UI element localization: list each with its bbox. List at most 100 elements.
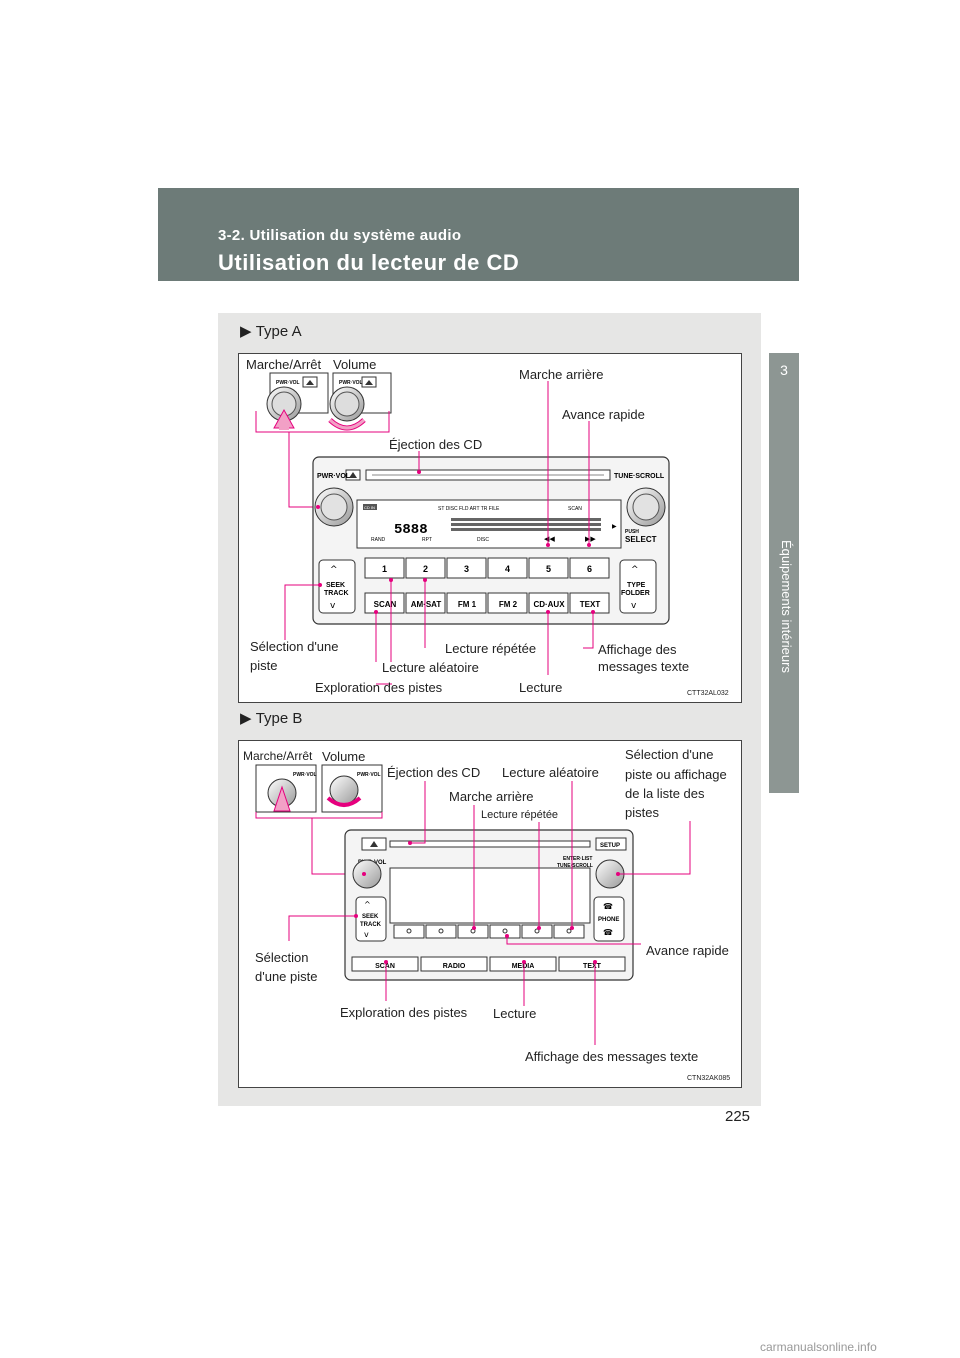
type-a-preset-button[interactable]: 4 <box>487 557 528 579</box>
type-b-power-knob-inset: PWR·VOL <box>255 764 317 813</box>
svg-text:CD IN: CD IN <box>364 505 375 510</box>
svg-text:4: 4 <box>505 564 510 574</box>
type-b-preset-button[interactable] <box>521 924 553 939</box>
type-a-label-scan: Exploration des pistes <box>315 680 443 695</box>
svg-text:☎: ☎ <box>603 928 613 937</box>
svg-text:SCAN: SCAN <box>374 600 397 609</box>
svg-text:RPT: RPT <box>422 537 432 543</box>
type-b-label-track-select-2: d'une piste <box>255 969 318 984</box>
svg-text:TYPE: TYPE <box>627 582 646 589</box>
svg-text:RADIO: RADIO <box>443 963 466 970</box>
svg-text:3: 3 <box>464 564 469 574</box>
svg-text:SCAN: SCAN <box>375 963 395 970</box>
svg-text:SCAN: SCAN <box>568 506 582 512</box>
type-b-function-button[interactable]: RADIO <box>420 956 488 972</box>
svg-text:CD·AUX: CD·AUX <box>533 600 565 609</box>
type-b-preset-button[interactable] <box>393 924 425 939</box>
type-b-function-button[interactable]: SCAN <box>351 956 419 972</box>
type-b-head-unit: SETUP PWR·VOL ENTER·LIST TUNE·SCROLL ^ S… <box>344 829 634 981</box>
svg-text:SETUP: SETUP <box>600 843 620 849</box>
svg-text:PWR·VOL: PWR·VOL <box>357 772 381 778</box>
type-b-label-text-display: Affichage des messages texte <box>525 1049 699 1064</box>
type-a-label-fastforward: Avance rapide <box>562 407 645 422</box>
type-a-function-button[interactable]: CD·AUX <box>528 592 569 614</box>
type-b-label-random: Lecture aléatoire <box>502 765 599 780</box>
type-b-label-volume: Volume <box>322 749 366 764</box>
type-a-preset-button[interactable]: 5 <box>528 557 569 579</box>
watermark: carmanualsonline.info <box>760 1340 877 1354</box>
svg-text:TEXT: TEXT <box>583 963 602 970</box>
type-b-preset-button[interactable] <box>489 924 521 939</box>
svg-text:PWR·VOL: PWR·VOL <box>276 380 300 386</box>
type-a-volume-knob-inset: PWR·VOL <box>328 372 392 431</box>
type-a-label-repeat: Lecture répétée <box>445 641 537 656</box>
type-a-label-volume: Volume <box>333 357 377 372</box>
type-a-tunescroll-label: TUNE·SCROLL <box>614 473 665 480</box>
type-b-label-rewind: Marche arrière <box>449 789 534 804</box>
type-a-display-indicators: ST DISC FLD ART TR FILE <box>438 506 500 512</box>
svg-text:PHONE: PHONE <box>598 917 619 923</box>
type-a-function-button[interactable]: FM 1 <box>446 592 487 614</box>
svg-text:PWR·VOL: PWR·VOL <box>293 772 317 778</box>
svg-text:SEEK: SEEK <box>362 914 379 920</box>
svg-text:^: ^ <box>364 900 371 909</box>
svg-text:5: 5 <box>546 564 551 574</box>
svg-text:PUSH: PUSH <box>625 529 639 535</box>
svg-text:RAND: RAND <box>371 537 386 543</box>
type-a-label-play: Lecture <box>519 680 563 695</box>
svg-text:v: v <box>330 601 336 611</box>
type-a-label-random: Lecture aléatoire <box>382 660 479 675</box>
type-a-figure-code: CTT32AL032 <box>687 690 729 697</box>
svg-text:^: ^ <box>330 565 338 575</box>
type-b-function-button[interactable]: MEDIA <box>489 956 557 972</box>
svg-text:DISC: DISC <box>477 537 489 543</box>
type-b-preset-button[interactable] <box>425 924 457 939</box>
type-a-function-button[interactable]: SCAN <box>364 592 405 614</box>
svg-text:v: v <box>631 601 637 611</box>
type-b-label-fastforward: Avance rapide <box>646 943 729 958</box>
type-a-preset-button[interactable]: 6 <box>569 557 610 579</box>
type-a-preset-button[interactable]: 1 <box>364 557 405 579</box>
svg-text:FM 2: FM 2 <box>499 600 518 609</box>
type-b-heading: ▶ Type B <box>240 710 303 727</box>
type-b-label-play: Lecture <box>493 1006 537 1021</box>
type-b-label-list-3: de la liste des <box>625 786 705 801</box>
type-a-function-button[interactable]: FM 2 <box>487 592 528 614</box>
svg-text:TEXT: TEXT <box>580 600 601 609</box>
type-a-label-track-select-1: Sélection d'une <box>250 639 339 654</box>
svg-text:TUNE·SCROLL: TUNE·SCROLL <box>557 863 593 869</box>
type-a-pwrvol-label: PWR·VOL <box>317 473 351 480</box>
type-a-function-button[interactable]: TEXT <box>569 592 610 614</box>
type-a-preset-button[interactable]: 2 <box>405 557 446 579</box>
type-b-label-scan: Exploration des pistes <box>340 1005 468 1020</box>
type-a-heading: ▶ Type A <box>240 323 302 340</box>
svg-text:◀◀: ◀◀ <box>544 535 555 543</box>
svg-text:☎: ☎ <box>603 902 613 911</box>
svg-text:MEDIA: MEDIA <box>512 963 535 970</box>
type-b-label-eject: Éjection des CD <box>387 765 481 780</box>
type-b-label-repeat: Lecture répétée <box>481 809 559 821</box>
type-b-function-button[interactable]: TEXT <box>558 956 626 972</box>
type-a-preset-button[interactable]: 3 <box>446 557 487 579</box>
svg-text:5888: 5888 <box>394 522 428 538</box>
svg-text:2: 2 <box>423 564 428 574</box>
type-b-label-track-select-1: Sélection <box>255 950 309 965</box>
section-title: 3-2. Utilisation du système audio <box>218 227 462 244</box>
type-a-callout-dots <box>316 470 595 614</box>
svg-text:TRACK: TRACK <box>360 922 382 928</box>
svg-text:FOLDER: FOLDER <box>621 590 650 597</box>
chapter-number: 3 <box>780 362 788 378</box>
type-a-label-power: Marche/Arrêt <box>246 357 322 372</box>
type-b-label-power: Marche/Arrêt <box>243 749 313 763</box>
chapter-header <box>158 188 799 281</box>
type-b-callout-lines <box>288 781 691 1045</box>
type-a-callout-lines <box>284 381 594 685</box>
type-b-volume-knob-inset: PWR·VOL <box>321 764 383 813</box>
type-b-callout-dots <box>354 841 620 964</box>
svg-text:SEEK: SEEK <box>326 582 345 589</box>
svg-text:ENTER·LIST: ENTER·LIST <box>563 856 592 862</box>
type-b-preset-button[interactable] <box>553 924 585 939</box>
svg-text:v: v <box>364 930 369 939</box>
svg-text:▶▶: ▶▶ <box>585 535 596 543</box>
type-a-power-knob-inset: PWR·VOL <box>266 372 329 430</box>
